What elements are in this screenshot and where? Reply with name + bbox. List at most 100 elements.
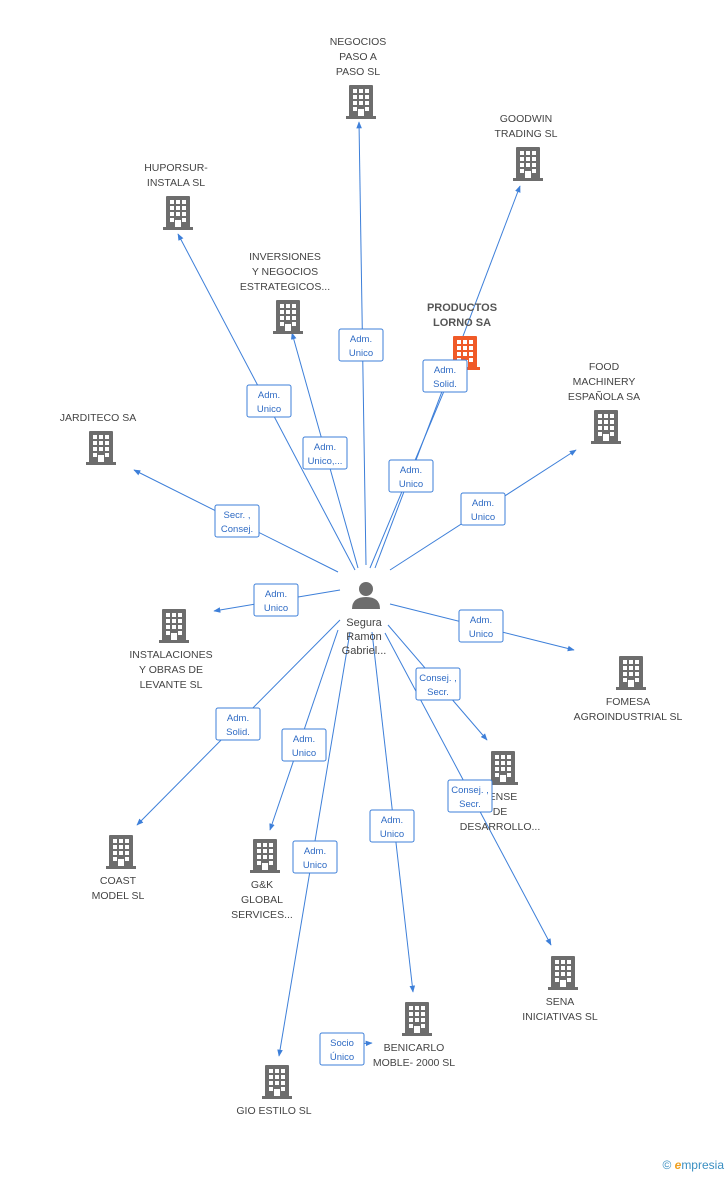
company-node-inversiones[interactable]: INVERSIONES Y NEGOCIOS ESTRATEGICOS... xyxy=(240,251,330,334)
relation-badge-huporsur[interactable]: Adm. Unico xyxy=(246,384,292,418)
company-node-productos[interactable]: PRODUCTOS LORNO SA xyxy=(427,302,497,370)
company-label: COAST xyxy=(100,875,137,887)
company-label: Y OBRAS DE xyxy=(139,664,203,676)
company-label: MOBLE- 2000 SL xyxy=(373,1057,455,1069)
company-label: SENA xyxy=(546,996,575,1008)
building-icon xyxy=(591,410,621,444)
relation-badge-text: Consej. , xyxy=(419,673,457,684)
company-label: BENICARLO xyxy=(384,1042,445,1054)
company-node-gk[interactable]: G&KGLOBALSERVICES... xyxy=(231,839,293,921)
relation-badge-text: Secr. , xyxy=(224,510,251,521)
relation-badge-box xyxy=(447,779,493,813)
company-label: Y NEGOCIOS xyxy=(252,266,318,278)
company-label: PASO SL xyxy=(336,66,380,78)
relation-badge-text: Adm. xyxy=(227,713,249,724)
relation-badge-jarditeco[interactable]: Secr. ,Consej. xyxy=(214,504,260,538)
company-node-coast[interactable]: COAST MODEL SL xyxy=(92,835,145,902)
relation-badge-negocios[interactable]: Adm.Unico xyxy=(338,328,384,362)
relation-badge-goodwin[interactable]: Adm. Unico xyxy=(388,459,434,493)
relation-badge-instalaciones[interactable]: Adm.Unico xyxy=(253,583,299,617)
company-label: HUPORSUR- xyxy=(144,162,208,174)
person-label: Segura xyxy=(346,617,382,629)
company-label: MODEL SL xyxy=(92,890,145,902)
relation-badge-lense[interactable]: Consej. , Secr. xyxy=(415,667,461,701)
company-node-sena[interactable]: SENA INICIATIVAS SL xyxy=(522,956,598,1023)
company-label: ESTRATEGICOS... xyxy=(240,281,330,293)
relation-badge-text: Unico,... xyxy=(308,456,343,467)
company-label: FOMESA xyxy=(606,696,650,708)
relation-badge-text: Adm. xyxy=(381,815,403,826)
company-label: INVERSIONES xyxy=(249,251,321,263)
company-label: INSTALA SL xyxy=(147,177,205,189)
relation-badge-text: Unico xyxy=(264,603,288,614)
company-label: ESPAÑOLA SA xyxy=(568,390,640,403)
company-node-benicarlo[interactable]: BENICARLO MOBLE- 2000 SL xyxy=(373,1002,455,1069)
company-label: AGROINDUSTRIAL SL xyxy=(574,711,683,723)
relation-badge-text: Adm. xyxy=(472,498,494,509)
relation-badge-box xyxy=(246,384,292,418)
company-node-huporsur[interactable]: HUPORSUR- INSTALA SL xyxy=(144,162,208,230)
company-label: DE xyxy=(493,806,508,818)
relation-badge-sena[interactable]: Consej. ,Secr. xyxy=(447,779,493,813)
company-label: PRODUCTOS xyxy=(427,302,497,314)
person-label: Ramon xyxy=(346,631,381,643)
relation-badge-box xyxy=(214,504,260,538)
company-label: INSTALACIONES xyxy=(129,649,212,661)
company-label: FOOD xyxy=(589,361,620,373)
relation-badge-text: Adm. xyxy=(434,365,456,376)
relation-badge-text: Unico xyxy=(399,479,423,490)
person-node-center[interactable]: SeguraRamonGabriel... xyxy=(342,582,387,657)
relation-badge-food[interactable]: Adm.Unico xyxy=(460,492,506,526)
company-node-gio[interactable]: GIO ESTILO SL xyxy=(236,1065,312,1117)
building-icon xyxy=(346,85,376,119)
relation-badge-text: Adm. xyxy=(258,390,280,401)
relation-badge-box xyxy=(319,1032,365,1066)
relation-badge-text: Adm. xyxy=(304,846,326,857)
relation-badge-text: Solid. xyxy=(433,379,457,390)
building-icon xyxy=(262,1065,292,1099)
building-icon xyxy=(163,196,193,230)
relation-badge-box xyxy=(292,840,338,874)
relation-badge-fomesa[interactable]: Adm.Unico xyxy=(458,609,504,643)
brand-logo-e: e xyxy=(674,1158,682,1172)
relation-badge-box xyxy=(415,667,461,701)
relation-badge-benicarlo[interactable]: Adm.Unico xyxy=(369,809,415,843)
company-node-fomesa[interactable]: FOMESA AGROINDUSTRIAL SL xyxy=(574,656,683,723)
relation-badge-inversiones[interactable]: Adm.Unico,... xyxy=(302,436,348,470)
brand-watermark: © empresia xyxy=(662,1158,724,1172)
person-label: Gabriel... xyxy=(342,645,387,657)
company-label: GOODWIN xyxy=(500,113,553,125)
company-label: INICIATIVAS SL xyxy=(522,1011,598,1023)
relation-badge-box xyxy=(281,728,327,762)
relation-badge-coast[interactable]: Adm.Solid. xyxy=(215,707,261,741)
company-label: LORNO SA xyxy=(433,317,491,329)
company-label: NEGOCIOS xyxy=(330,36,387,48)
company-node-negocios[interactable]: NEGOCIOS PASO A PASO SL xyxy=(330,36,387,119)
company-label: GLOBAL xyxy=(241,894,283,906)
relation-badge-text: Secr. xyxy=(427,687,449,698)
copyright-symbol: © xyxy=(662,1158,672,1172)
company-label: PASO A xyxy=(339,51,377,63)
building-icon xyxy=(159,609,189,643)
relation-badge-text: Unico xyxy=(303,860,327,871)
relation-badge-box xyxy=(253,583,299,617)
relation-badge-productos[interactable]: Adm. Solid. xyxy=(422,359,468,393)
building-icon xyxy=(273,300,303,334)
relation-badge-text: Unico xyxy=(469,629,493,640)
relation-badge-box xyxy=(460,492,506,526)
relation-badge-box xyxy=(215,707,261,741)
building-icon xyxy=(86,431,116,465)
relation-badge-gk[interactable]: Adm.Unico xyxy=(281,728,327,762)
company-label: JARDITECO SA xyxy=(60,412,136,424)
building-icon xyxy=(488,751,518,785)
relation-badge-text: Unico xyxy=(257,404,281,415)
relation-badge-gio[interactable]: Adm. Unico xyxy=(292,840,338,874)
company-node-jarditeco[interactable]: JARDITECO SA xyxy=(60,412,136,465)
relation-badge-text: Adm. xyxy=(400,465,422,476)
brand-name: mpresia xyxy=(681,1158,724,1172)
